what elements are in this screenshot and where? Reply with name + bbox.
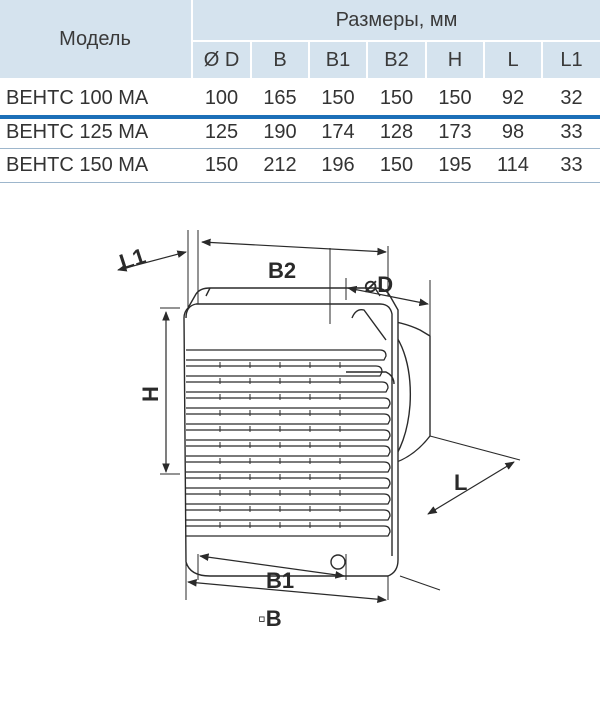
label-l1: L1 (116, 243, 148, 275)
value-cell: 150 (438, 86, 472, 109)
value-cell: 173 (438, 120, 472, 143)
model-column-header: Модель (59, 27, 131, 50)
value-cell: 33 (560, 120, 583, 143)
header-divider (191, 0, 193, 78)
header-divider (366, 42, 368, 78)
column-header-b2: B2 (384, 48, 409, 71)
header-divider (483, 42, 485, 78)
label-l: L (454, 470, 467, 495)
value-cell: 128 (379, 120, 414, 143)
table-header-band (0, 0, 600, 78)
label-b2: B2 (268, 258, 296, 283)
column-header-l1: L1 (560, 48, 583, 71)
value-cell: 150 (379, 86, 414, 109)
louvre-slats (186, 349, 391, 537)
label-b1: B1 (266, 568, 294, 593)
value-cell: 212 (263, 153, 297, 176)
value-cell: 174 (321, 120, 355, 143)
value-cell: 32 (560, 86, 583, 109)
value-cell: 190 (263, 120, 297, 143)
label-d: ⌀D (364, 272, 393, 297)
value-cell: 150 (321, 86, 355, 109)
row-separator (0, 182, 600, 183)
value-cell: 196 (321, 153, 355, 176)
value-cell: 195 (438, 153, 472, 176)
header-divider (193, 40, 600, 42)
label-b: ▫B (258, 606, 282, 631)
value-cell: 92 (501, 86, 525, 109)
header-divider (308, 42, 310, 78)
column-header-b: B (273, 48, 287, 71)
header-divider (250, 42, 252, 78)
column-header-h: H (447, 48, 463, 71)
value-cell: 100 (204, 86, 239, 109)
model-cell: ВЕНТС 150 МА (6, 153, 149, 176)
table-row: ВЕНТС 100 МА 100 165 150 150 150 92 32 (0, 82, 600, 114)
column-header-l: L (507, 48, 519, 71)
label-h: H (138, 386, 163, 402)
header-divider (541, 42, 543, 78)
model-cell: ВЕНТС 100 МА (6, 86, 149, 109)
model-cell: ВЕНТС 125 МА (6, 120, 149, 143)
table-row: ВЕНТС 125 МА 125 190 174 128 173 98 33 (0, 116, 600, 148)
value-cell: 114 (497, 153, 529, 176)
dimensions-group-header: Размеры, мм (335, 8, 458, 31)
row-separator (0, 148, 600, 149)
value-cell: 165 (263, 86, 297, 109)
column-header-b1: B1 (325, 48, 351, 71)
header-divider (425, 42, 427, 78)
dimension-lines (117, 238, 515, 604)
value-cell: 125 (204, 120, 239, 143)
value-cell: 98 (501, 120, 525, 143)
control-knob (330, 554, 346, 570)
front-panel (183, 287, 399, 577)
table-row: ВЕНТС 150 МА 150 212 196 150 195 114 33 (0, 149, 600, 181)
inner-grille (219, 362, 341, 530)
fan-dimension-drawing: L1 B2 ⌀D H L B1 ▫B (0, 200, 600, 706)
row-separator (0, 115, 600, 119)
value-cell: 150 (379, 153, 414, 176)
column-header-d: Ø D (203, 48, 240, 71)
value-cell: 150 (204, 153, 239, 176)
value-cell: 33 (560, 153, 583, 176)
